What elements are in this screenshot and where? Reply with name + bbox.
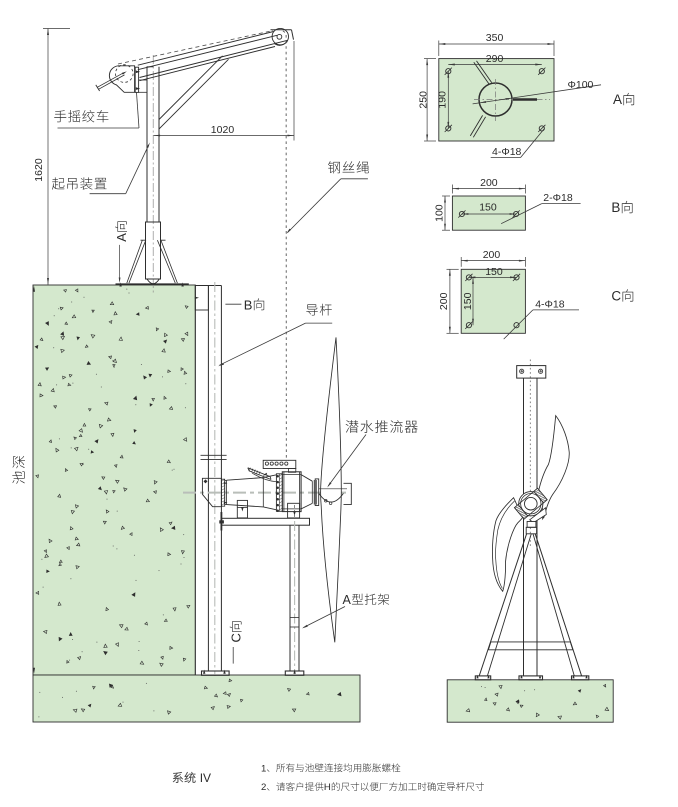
svg-text:C: C bbox=[229, 633, 244, 642]
svg-text:A: A bbox=[613, 92, 622, 107]
svg-text:A: A bbox=[114, 233, 129, 242]
svg-text:200: 200 bbox=[483, 249, 501, 261]
svg-text:150: 150 bbox=[485, 266, 503, 278]
svg-text:B: B bbox=[244, 297, 253, 312]
svg-text:H: H bbox=[324, 782, 331, 793]
svg-text:200: 200 bbox=[480, 177, 498, 189]
svg-text:350: 350 bbox=[486, 32, 504, 44]
svg-text:150: 150 bbox=[462, 292, 474, 310]
svg-text:250: 250 bbox=[417, 91, 429, 109]
svg-text:1620: 1620 bbox=[33, 158, 45, 182]
svg-text:4-Φ18: 4-Φ18 bbox=[492, 146, 522, 158]
svg-text:100: 100 bbox=[433, 204, 445, 222]
svg-text:C: C bbox=[611, 289, 621, 304]
svg-text:IV: IV bbox=[196, 771, 211, 785]
svg-text:290: 290 bbox=[486, 53, 504, 65]
svg-text:A: A bbox=[343, 593, 352, 607]
svg-text:200: 200 bbox=[438, 292, 450, 310]
svg-text:1020: 1020 bbox=[211, 124, 235, 136]
svg-text:190: 190 bbox=[436, 91, 448, 109]
svg-text:2-Φ18: 2-Φ18 bbox=[543, 192, 573, 204]
svg-text:1: 1 bbox=[261, 763, 266, 774]
svg-text:Φ100: Φ100 bbox=[568, 79, 594, 91]
svg-text:2: 2 bbox=[261, 782, 266, 793]
svg-text:4-Φ18: 4-Φ18 bbox=[535, 299, 565, 311]
svg-text:B: B bbox=[611, 200, 620, 215]
svg-text:150: 150 bbox=[479, 202, 497, 214]
